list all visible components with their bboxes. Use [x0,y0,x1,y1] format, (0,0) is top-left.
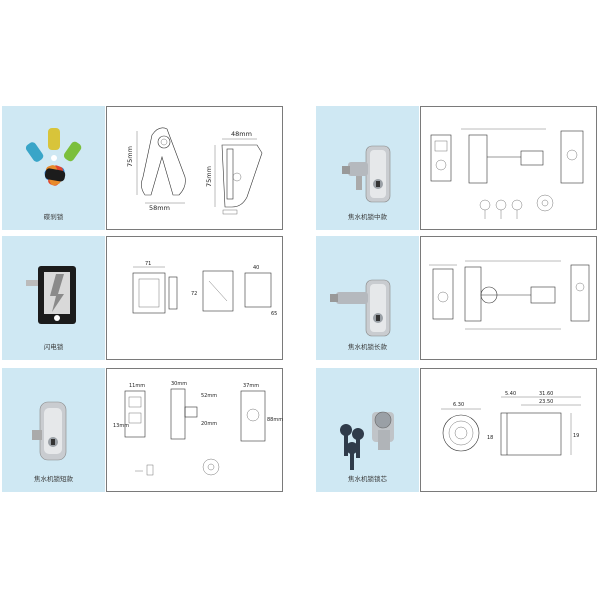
product-thumbnail-disc-lock[interactable]: 碟刹锁 [2,106,105,230]
dim-e: 20mm [201,421,217,427]
product-thumbnail-lock-core[interactable]: 焦水机锁锁芯 [316,368,419,492]
product-caption: 闪电锁 [43,343,64,351]
dim-a: 11mm [129,383,145,389]
short-lock-photo [32,401,67,461]
disc-lock-photo [25,128,82,186]
technical-drawing-mid-lock [420,106,597,230]
mid-lock-photo [342,145,391,203]
dim-c: 31.60 [539,391,553,397]
dim-d: 65 [271,311,277,317]
product-thumbnail-long-lock[interactable]: 焦水机锁长款 [316,236,419,360]
product-caption: 焦水机锁中款 [348,213,387,221]
dim-f: 13mm [113,423,129,429]
dim-c: 52mm [201,393,217,399]
dim-b: 5.40 [505,391,516,397]
long-lock-photo [330,279,391,337]
dim-d: 23.50 [539,399,553,405]
dim-height-left: 75mm [126,146,134,167]
dim-c: 40 [253,265,259,271]
flash-lock-photo [26,266,76,324]
dim-a: 71 [145,261,151,267]
dim-b: 30mm [171,381,187,387]
dim-a: 6.30 [453,402,464,408]
technical-drawing-disc-lock: 75mm 58mm 48mm 75mm [106,106,283,230]
product-caption: 碟刹锁 [43,213,64,221]
dim-f: 18 [487,435,493,441]
product-thumbnail-short-lock[interactable]: 焦水机锁短款 [2,368,105,492]
product-caption: 焦水机锁长款 [348,343,387,351]
product-thumbnail-mid-lock[interactable]: 焦水机锁中款 [316,106,419,230]
dim-g: 88mm [267,417,283,423]
product-caption: 焦水机锁锁芯 [348,475,387,483]
product-caption: 焦水机锁短款 [34,475,73,483]
technical-drawing-flash-lock: 71 72 40 65 [106,236,283,360]
technical-drawing-long-lock [420,236,597,360]
product-thumbnail-flash-lock[interactable]: 闪电锁 [2,236,105,360]
dim-width-top: 48mm [231,130,252,138]
dim-width-bottom: 58mm [149,204,170,212]
technical-drawing-short-lock: 11mm 13mm 30mm 52mm 20mm 37mm 88mm [106,368,283,492]
dim-d: 37mm [243,383,259,389]
dim-b: 72 [191,291,197,297]
dim-height-right: 75mm [205,166,213,187]
dim-e: 19 [573,433,579,439]
lock-core-photo [340,411,394,470]
technical-drawing-lock-core: 6.30 5.40 31.60 23.50 19 18 [420,368,597,492]
